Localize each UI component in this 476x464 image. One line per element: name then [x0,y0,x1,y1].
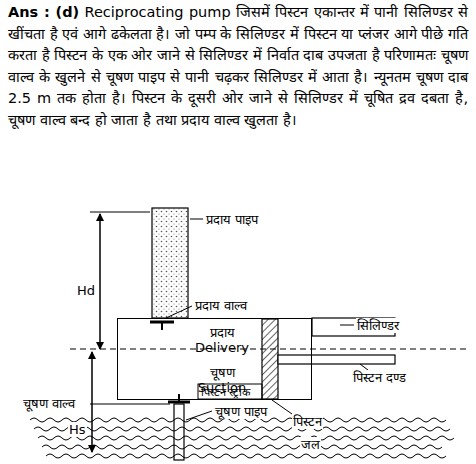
piston-stroke-label: पिस्टन स्ट्रोक [200,385,252,400]
head-dimension: Hd [76,283,96,298]
piston-label: पिस्टन [292,414,323,429]
answer-text: Ans : (d) Reciprocating pump जिसमें पिस्… [8,2,468,131]
suction-pipe-label: चूषण पाइप [214,404,268,419]
water-wave [38,436,454,440]
answer-label: Ans : (d) [8,4,79,20]
water-wave [34,427,450,431]
water-wave [42,445,442,449]
head-dimension: Hs [68,422,87,437]
suction-valve-label: चूषण वाल्व [22,396,76,411]
delivery-pipe-label: प्रदाय पाइप [205,212,259,227]
chamber-label: प्रदाय Delivery [186,325,258,355]
water-wave [46,454,446,458]
piston-rod-label: पिस्टन दण्ड [352,370,407,385]
cylinder-label: सिलिण्डर [356,318,400,333]
water-label: जल [300,437,321,452]
delivery-valve-label: प्रदाय वाल्व [194,298,248,313]
caption-text: Reciprocating pump जिसमें पिस्टन एकान्तर… [8,4,468,128]
